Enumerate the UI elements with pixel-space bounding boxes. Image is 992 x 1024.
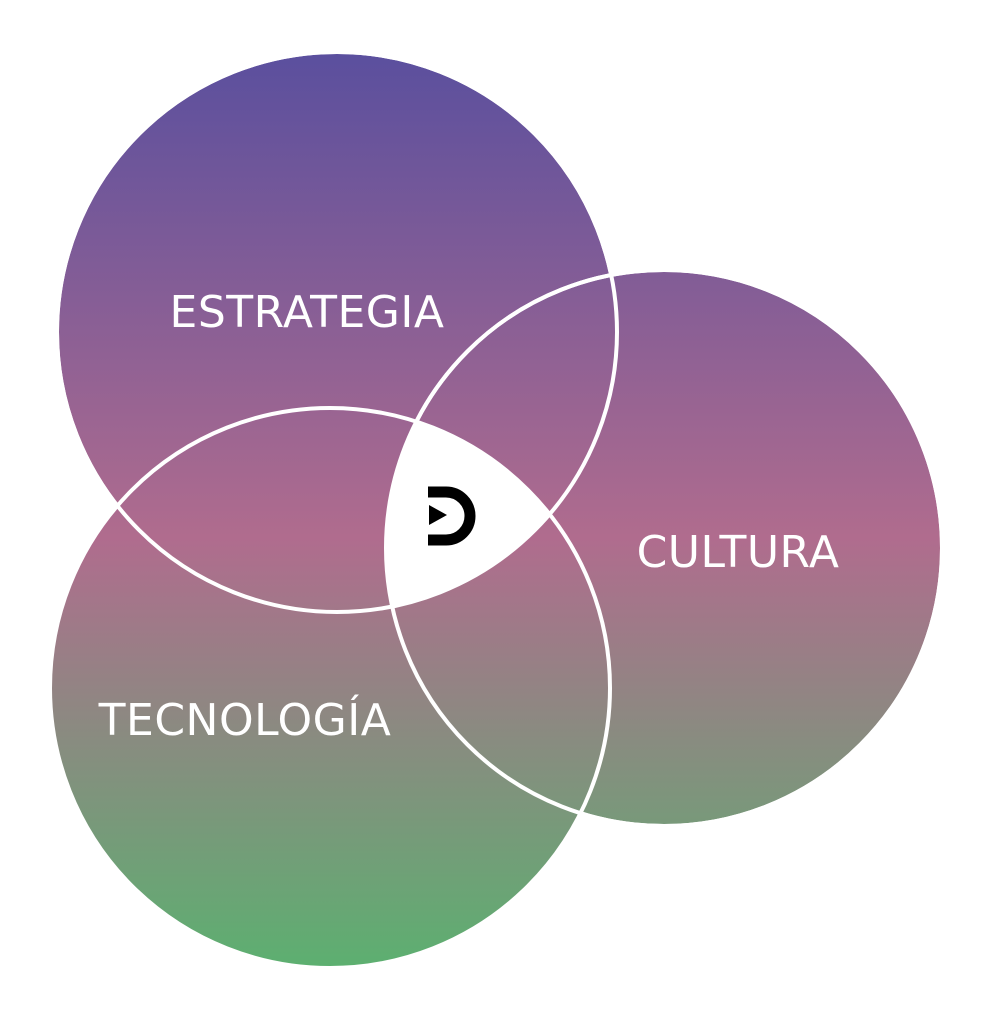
- center-intersection: [386, 408, 610, 612]
- brand-logo-icon: [428, 486, 476, 546]
- outline-estrategia: [55, 50, 619, 614]
- label-tecnologia: TECNOLOGÍA: [98, 693, 392, 746]
- label-estrategia: ESTRATEGIA: [170, 287, 445, 338]
- label-cultura: CULTURA: [637, 527, 840, 578]
